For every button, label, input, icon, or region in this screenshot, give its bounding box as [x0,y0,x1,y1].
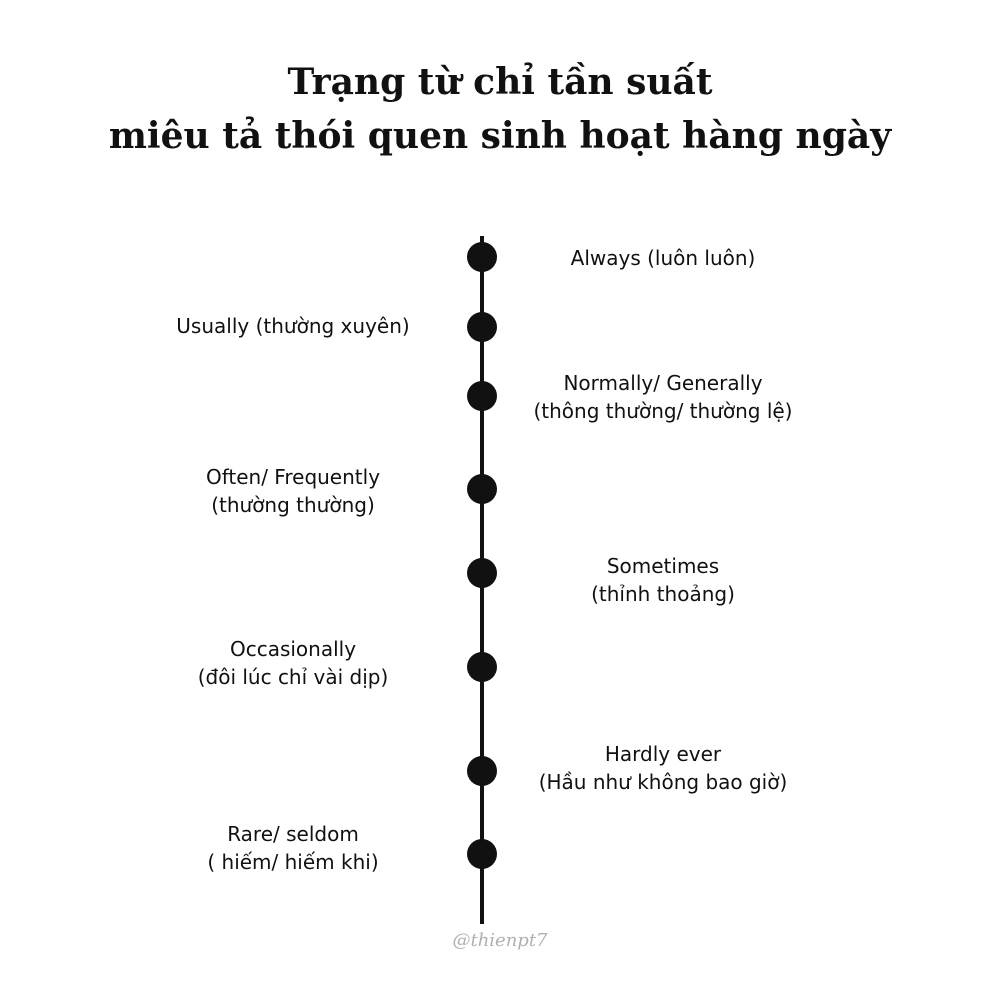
page-title: Trạng từ chỉ tần suất miêu tả thói quen … [0,55,1000,163]
label-translation: (thỉnh thoảng) [591,582,735,606]
label-translation: (đôi lúc chỉ vài dịp) [197,665,389,689]
label-text: Always (luôn luôn) [570,246,756,270]
timeline-dot-often [467,474,497,504]
label-text: Rare/ seldom [227,822,359,846]
title-line-1: Trạng từ chỉ tần suất [287,61,713,103]
label-translation: ( hiếm/ hiếm khi) [207,850,379,874]
watermark: @thienpt7 [452,930,548,951]
label-translation: (Hầu như không bao giờ) [538,770,788,794]
timeline-dot-hardly-ever [467,756,497,786]
timeline-dot-normally [467,381,497,411]
timeline-label-usually: Usually (thường xuyên) [133,312,453,340]
timeline-dot-sometimes [467,558,497,588]
label-text: Occasionally [229,637,357,661]
timeline-label-occasionally: Occasionally (đôi lúc chỉ vài dịp) [133,635,453,691]
timeline-label-hardly-ever: Hardly ever (Hầu như không bao giờ) [503,740,823,796]
label-text: Normally/ Generally [563,371,763,395]
timeline-dot-always [467,242,497,272]
label-text: Sometimes [606,554,720,578]
timeline-label-sometimes: Sometimes (thỉnh thoảng) [503,552,823,608]
label-text: Often/ Frequently [205,465,381,489]
timeline-dot-occasionally [467,652,497,682]
timeline-label-rarely: Rare/ seldom ( hiếm/ hiếm khi) [133,820,453,876]
timeline-label-always: Always (luôn luôn) [503,244,823,272]
label-text: Hardly ever [604,742,722,766]
label-text: Usually (thường xuyên) [176,314,410,338]
title-line-2: miêu tả thói quen sinh hoạt hàng ngày [108,115,892,157]
timeline-label-often: Often/ Frequently (thường thường) [133,463,453,519]
label-translation: (thông thường/ thường lệ) [533,399,793,423]
label-translation: (thường thường) [211,493,375,517]
timeline-dot-rarely [467,839,497,869]
timeline-dot-usually [467,312,497,342]
timeline-label-normally: Normally/ Generally (thông thường/ thườn… [503,369,823,425]
